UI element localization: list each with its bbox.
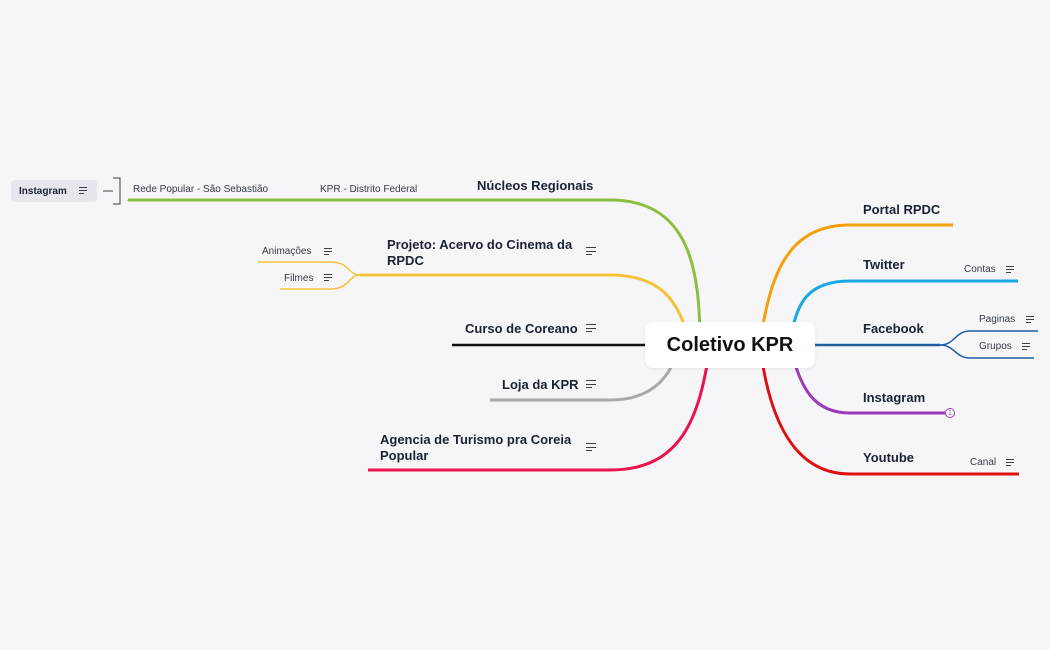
subtopic-label: Grupos (979, 341, 1012, 352)
notes-icon[interactable] (586, 443, 596, 452)
subtopic-label: Rede Popular - São Sebastião (133, 184, 269, 195)
subtopic-animacoes[interactable]: Animações (262, 246, 311, 257)
topic-label: Projeto: Acervo do Cinema da RPDC (387, 237, 573, 268)
central-topic[interactable]: Coletivo KPR (645, 322, 815, 368)
branch-portal (758, 223, 953, 346)
subtopic-filmes[interactable]: Filmes (284, 273, 313, 284)
topic-twitter[interactable]: Twitter (863, 257, 905, 272)
topic-label: Curso de Coreano (465, 321, 578, 336)
subtopic-rede-popular-sao-sebastiao[interactable]: Rede Popular - São Sebastião (133, 184, 268, 195)
notes-icon[interactable] (586, 247, 596, 256)
branch-nucleos (128, 198, 702, 346)
notes-icon[interactable] (79, 187, 87, 195)
topic-label: Agencia de Turismo pra Coreia Popular (380, 432, 572, 463)
notes-icon[interactable] (324, 274, 332, 282)
notes-icon[interactable] (586, 380, 596, 389)
topic-portal-rpdc[interactable]: Portal RPDC (863, 202, 940, 217)
topic-label: Instagram (863, 390, 926, 405)
notes-icon[interactable] (1006, 266, 1014, 274)
badge-count: 1 (948, 409, 952, 417)
branch-agencia (368, 344, 712, 472)
branch-youtube (758, 344, 1019, 476)
topic-label: Loja da KPR (502, 377, 579, 392)
subtopic-label: Paginas (979, 314, 1016, 325)
topic-label: Núcleos Regionais (477, 178, 594, 193)
central-topic-label: Coletivo KPR (666, 333, 794, 356)
topic-projeto-acervo-cinema[interactable]: Projeto: Acervo do Cinema da RPDC (387, 237, 583, 269)
topic-loja-da-kpr[interactable]: Loja da KPR (502, 377, 579, 392)
topic-label: Portal RPDC (863, 202, 941, 217)
notes-icon[interactable] (586, 324, 596, 333)
notes-icon[interactable] (1026, 316, 1034, 324)
subtopic-label: Filmes (284, 273, 314, 284)
subtopic-label: Contas (964, 264, 996, 275)
topic-youtube[interactable]: Youtube (863, 450, 914, 465)
topic-nucleos-regionais[interactable]: Núcleos Regionais (477, 178, 593, 193)
topic-curso-de-coreano[interactable]: Curso de Coreano (465, 321, 578, 336)
subtopic-label: Instagram (19, 185, 67, 197)
subtopic-kpr-distrito-federal[interactable]: KPR - Distrito Federal (320, 184, 417, 195)
subtopic-label: KPR - Distrito Federal (320, 184, 418, 195)
subtopic-contas[interactable]: Contas (964, 264, 996, 275)
topic-label: Facebook (863, 321, 924, 336)
topic-label: Twitter (863, 257, 905, 272)
subtopic-label: Canal (970, 457, 997, 468)
topic-agencia-de-turismo[interactable]: Agencia de Turismo pra Coreia Popular (380, 432, 580, 464)
subtopic-label: Animações (262, 246, 312, 257)
topic-instagram[interactable]: Instagram (863, 390, 925, 405)
topic-facebook[interactable]: Facebook (863, 321, 924, 336)
subtopic-instagram-nested[interactable]: Instagram (11, 180, 97, 202)
notes-icon[interactable] (1006, 459, 1014, 467)
subtopic-canal[interactable]: Canal (970, 457, 996, 468)
subtopic-grupos[interactable]: Grupos (979, 341, 1012, 352)
notes-icon[interactable] (1022, 343, 1030, 351)
subtopic-paginas[interactable]: Paginas (979, 314, 1015, 325)
collapsed-count-badge[interactable]: 1 (945, 408, 955, 418)
notes-icon[interactable] (324, 248, 332, 256)
topic-label: Youtube (863, 450, 915, 465)
